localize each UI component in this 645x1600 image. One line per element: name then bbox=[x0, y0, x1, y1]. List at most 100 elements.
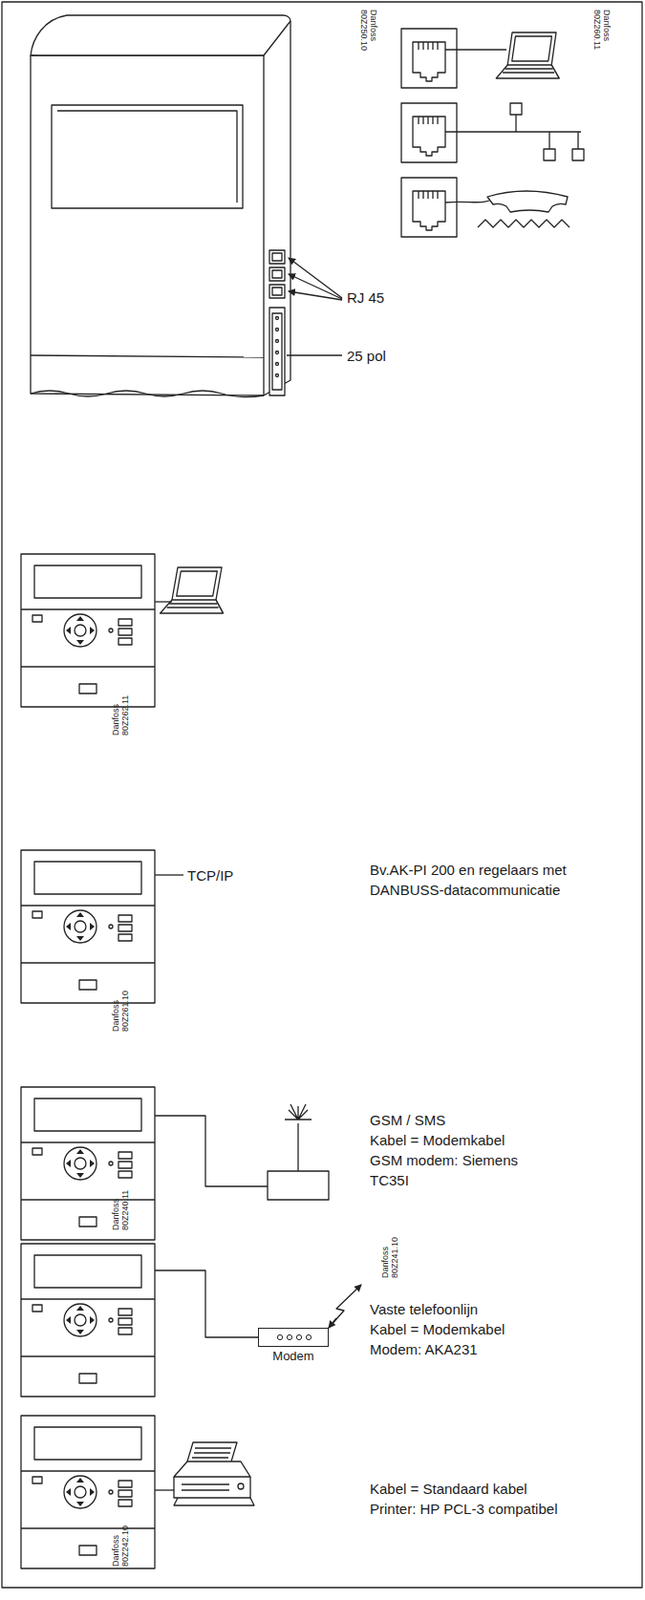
rj45-ports bbox=[272, 253, 282, 261]
description-text: GSM modem: Siemens TC35I bbox=[369, 1150, 533, 1191]
modem-leds bbox=[258, 1329, 328, 1347]
sub-d-connector bbox=[276, 363, 280, 366]
controller-housing bbox=[30, 390, 264, 398]
printer-icon bbox=[187, 1442, 237, 1462]
network-line bbox=[154, 874, 184, 876]
telephone-icon bbox=[477, 219, 570, 228]
gsm-modem-icon bbox=[154, 1116, 268, 1187]
controller-front bbox=[21, 1087, 155, 1241]
telephone-icon bbox=[445, 200, 490, 203]
printer-icon bbox=[154, 1489, 174, 1491]
controller-front bbox=[21, 554, 155, 708]
rj45-jack-icons bbox=[401, 103, 457, 163]
rj45-ports bbox=[269, 284, 285, 299]
rj45-ports bbox=[269, 267, 285, 281]
sub-d-connector bbox=[272, 313, 282, 390]
network-bus-icon bbox=[548, 131, 550, 150]
rj45-ports bbox=[269, 250, 285, 299]
gsm-modem-icon bbox=[297, 1123, 299, 1172]
printer-icon bbox=[173, 1462, 251, 1478]
printer-icon bbox=[181, 1484, 230, 1491]
leader-lines bbox=[286, 354, 343, 356]
rj45-jack-icons bbox=[401, 28, 457, 88]
description-text: Kabel = Modemkabel bbox=[369, 1130, 505, 1151]
modem-line bbox=[328, 1285, 362, 1329]
description-text: RJ 45 bbox=[346, 287, 385, 308]
description-text: Bv.AK-PI 200 en regelaars met DANBUSS-da… bbox=[369, 860, 619, 901]
description-text: 25 pol bbox=[346, 345, 387, 366]
laptop-icon bbox=[445, 48, 507, 50]
sub-d-connector bbox=[276, 317, 280, 321]
controller-housing bbox=[30, 21, 291, 56]
drawing-code: Danfoss 80Z250.10 bbox=[359, 9, 379, 62]
network-bus-icon bbox=[445, 103, 584, 161]
gsm-modem-icon bbox=[154, 1104, 329, 1201]
description-text: GSM / SMS bbox=[369, 1110, 446, 1131]
leader-lines bbox=[286, 258, 343, 356]
description-text: Vaste telefoonlijn bbox=[369, 1299, 478, 1320]
led bbox=[305, 1334, 311, 1340]
description-text: Kabel = Standaard kabel bbox=[369, 1479, 528, 1500]
sub-d-connector bbox=[276, 340, 280, 344]
gsm-modem-icon bbox=[267, 1171, 329, 1201]
drawing-code: Danfoss 80Z261.10 bbox=[110, 980, 130, 1032]
controller-front bbox=[21, 850, 155, 1004]
modem-outline bbox=[258, 1328, 329, 1348]
controller-front bbox=[21, 850, 155, 1004]
network-bus-icon bbox=[543, 149, 556, 161]
rj45-jack-icons bbox=[401, 177, 457, 237]
controller-housing bbox=[30, 15, 291, 396]
telephone-icon bbox=[487, 191, 568, 213]
description-text: TCP/IP bbox=[187, 865, 234, 886]
led bbox=[286, 1334, 292, 1340]
modem-line bbox=[328, 1318, 337, 1329]
laptop-icon bbox=[160, 567, 232, 614]
description-text: Printer: HP PCL-3 compatibel bbox=[369, 1499, 558, 1520]
controller-housing bbox=[30, 15, 291, 398]
modem-label: Modem bbox=[258, 1349, 329, 1365]
rj45-ports bbox=[269, 250, 285, 264]
controller-front bbox=[21, 1244, 155, 1398]
sub-d-connector bbox=[276, 374, 280, 378]
printer-icon bbox=[154, 1442, 255, 1506]
controller-housing bbox=[30, 55, 264, 396]
description-text: Modem: AKA231 bbox=[369, 1339, 478, 1360]
rj45-jack-icons bbox=[401, 28, 457, 237]
sub-d-connector bbox=[276, 328, 280, 332]
rj45-ports bbox=[272, 270, 282, 279]
sub-d-connector bbox=[269, 307, 285, 396]
controller-front bbox=[21, 1416, 155, 1570]
network-bus-icon bbox=[572, 149, 584, 161]
laptop-icon bbox=[160, 567, 232, 614]
printer-icon bbox=[237, 1483, 244, 1490]
controller-housing bbox=[30, 355, 264, 358]
led bbox=[277, 1334, 282, 1340]
laptop-icon bbox=[495, 32, 566, 79]
sub-d-connector bbox=[269, 307, 285, 396]
leader-lines bbox=[288, 291, 343, 301]
printer-icon bbox=[173, 1498, 255, 1506]
network-bus-icon bbox=[515, 114, 516, 132]
rj45-ports bbox=[272, 287, 282, 296]
drawing-code: Danfoss 80Z260.11 bbox=[592, 9, 612, 62]
led bbox=[296, 1334, 301, 1340]
sub-d-connector bbox=[276, 351, 280, 355]
description-text: Kabel = Modemkabel bbox=[369, 1319, 505, 1340]
telephone-icon bbox=[445, 191, 570, 228]
drawing-code: Danfoss 80Z262.11 bbox=[110, 684, 130, 736]
controller-front bbox=[21, 554, 155, 708]
printer-icon bbox=[173, 1477, 251, 1499]
gsm-modem-icon bbox=[284, 1104, 312, 1120]
printer-icon bbox=[192, 1448, 232, 1459]
controller-front bbox=[21, 1244, 155, 1398]
modem-box: Modem bbox=[258, 1328, 329, 1365]
laptop-icon bbox=[445, 32, 566, 79]
controller-housing bbox=[57, 110, 237, 203]
modem-line bbox=[328, 1285, 362, 1329]
controller-front bbox=[21, 1087, 155, 1241]
controller-housing bbox=[51, 105, 243, 209]
laptop-icon bbox=[154, 567, 232, 614]
drawing-code: Danfoss 80Z241.10 bbox=[380, 1226, 400, 1279]
